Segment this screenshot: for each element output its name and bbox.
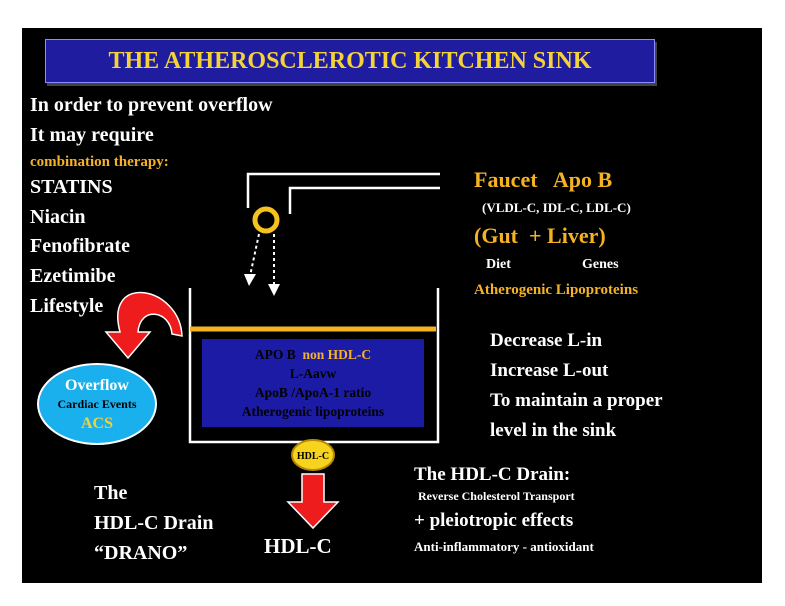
therapy-item-4: Ezetimibe	[30, 265, 116, 287]
sink-apob: APO B	[254, 347, 296, 362]
balance-line-2: Increase L-out	[490, 360, 609, 381]
balance-line-4: level in the sink	[490, 420, 617, 441]
overflow-acs: ACS	[80, 414, 113, 432]
therapy-item-1: STATINS	[30, 176, 113, 198]
overflow-arrow	[104, 291, 183, 360]
drano-line-2: HDL-C Drain	[94, 512, 214, 534]
title-banner: THE ATHEROSCLEROTIC KITCHEN SINK	[45, 39, 655, 83]
faucet-lipoproteins: Atherogenic Lipoproteins	[474, 282, 639, 298]
drain-badge	[291, 439, 335, 471]
faucet-heading: Faucet Apo B	[474, 167, 613, 192]
faucet-diet: Diet	[486, 257, 511, 272]
balance-line-1: Decrease L-in	[490, 330, 603, 351]
sink-ratio: ApoB /ApoA-1 ratio	[254, 385, 372, 400]
hdl-drain-pleio: + pleiotropic effects	[414, 510, 574, 531]
balance-line-3: To maintain a proper	[490, 390, 663, 411]
hdl-drain-anti: Anti-inflammatory - antioxidant	[414, 539, 594, 554]
faucet-valve	[252, 206, 280, 234]
drano-line-1: The	[94, 482, 128, 504]
therapy-item-3: Fenofibrate	[30, 235, 130, 257]
faucet-pipe-inner	[288, 186, 440, 214]
overflow-label: Overflow	[65, 376, 129, 394]
hdl-drain-sub: Reverse Cholesterol Transport	[418, 489, 575, 503]
drain-badge-label: HDL-C	[297, 451, 329, 462]
sink-athero: Atherogenic lipoproteins	[241, 404, 385, 419]
sink-diagram: HDL-C	[104, 172, 440, 530]
faucet-sub: (VLDL-C, IDL-C, LDL-C)	[482, 200, 631, 215]
therapy-item-5: Lifestyle	[30, 295, 104, 317]
sink-line-apob: APO B non HDL-C	[255, 345, 371, 364]
faucet-source: (Gut + Liver)	[474, 223, 606, 248]
faucet-genes: Genes	[582, 257, 619, 272]
sink-nonhdl: non HDL-C	[302, 347, 372, 362]
sink-contents: APO B non HDL-C L-Aavw ApoB /ApoA-1 rati…	[200, 337, 426, 429]
slide-title: THE ATHEROSCLEROTIC KITCHEN SINK	[108, 48, 592, 74]
overflow-oval: Overflow Cardiac Events ACS	[37, 363, 157, 445]
sink-laavw: L-Aavw	[289, 366, 337, 381]
left-line-1: In order to prevent overflow	[30, 94, 273, 116]
drain-arrow	[286, 473, 340, 530]
faucet-pipe	[246, 172, 440, 208]
left-line-2: It may require	[30, 124, 154, 146]
overflow-events: Cardiac Events	[57, 396, 137, 411]
hdl-drain-title: The HDL-C Drain:	[414, 464, 571, 485]
drip-left	[249, 233, 260, 277]
left-line-3: combination therapy:	[30, 154, 169, 170]
drano-line-3: “DRANO”	[94, 542, 188, 564]
therapy-item-2: Niacin	[30, 206, 86, 228]
slide: HDL-C THE ATHEROSCLEROTIC KITCHEN SINK I…	[22, 28, 762, 583]
drain-label: HDL-C	[264, 534, 332, 558]
